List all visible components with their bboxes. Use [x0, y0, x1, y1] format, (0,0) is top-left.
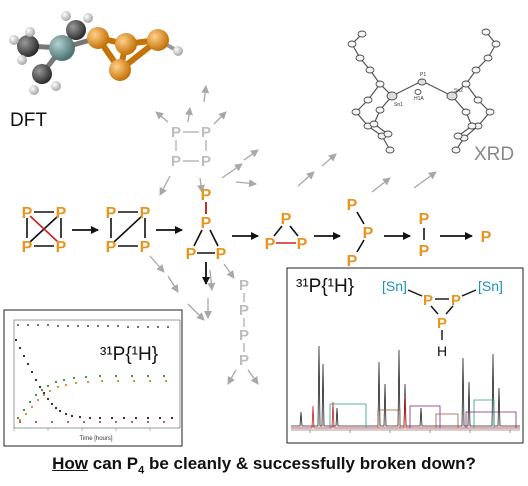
ghost-p4-chain-p3: P: [171, 153, 181, 170]
sn-p3-atom-left: P: [423, 292, 433, 309]
caption-part2: be cleanly & successfully broken down?: [144, 454, 476, 473]
ghost-p4-chain-p1: P: [171, 124, 181, 141]
growth-series-orange: [18, 379, 168, 422]
sn-left: [Sn]: [382, 278, 407, 294]
main-pathway: P P P P P P P P: [22, 187, 492, 285]
ghost-p4-linear-p3: P: [239, 327, 249, 344]
ghost-p4-linear-p1: P: [239, 277, 249, 294]
sn-p3-atom-right: P: [451, 292, 461, 309]
xrd-atom-h1a: H1A: [414, 96, 424, 102]
caption-part1: can P: [88, 454, 139, 473]
ghost-p4-chain-p4: P: [201, 153, 211, 170]
xrd-atom-sn2: Sn2: [454, 88, 463, 94]
xrd-atom-p1: P1: [420, 72, 426, 78]
caption-subscript: 4: [138, 464, 145, 477]
xrd-atom-sn1: Sn1: [394, 102, 403, 108]
ghost-p4-linear-p2: P: [239, 302, 249, 319]
side-pathways: P P P P P P P P: [149, 85, 437, 385]
p4-tetrahedron: P P P P: [22, 205, 67, 256]
bent-p3-mid: P: [363, 225, 374, 242]
cyclo-p3-right: P: [297, 236, 308, 253]
dft-molecule-model: [9, 11, 183, 95]
pendant-atom-top: P: [201, 187, 212, 204]
caption-how: How: [52, 454, 89, 473]
xrd-crystal-structure: [347, 28, 501, 154]
bent-p3-bottom: P: [347, 253, 358, 270]
decay-series: [14, 338, 174, 420]
p4-pendant-triangle: P P P P: [186, 187, 227, 263]
kinetics-nmr-inset: ³¹P{¹H} Time [hours]: [3, 309, 183, 447]
p4-butterfly: P P P P: [106, 205, 151, 256]
spectrum-nmr-label: ³¹P{¹H}: [296, 276, 354, 297]
bent-p3: P P P: [347, 197, 374, 270]
ghost-p4-chain-p2: P: [201, 124, 211, 141]
pendant-atom-mid: P: [201, 215, 212, 232]
butterfly-atom-3: P: [106, 239, 117, 256]
p2-dimer: P P: [419, 211, 430, 260]
butterfly-atom-2: P: [140, 205, 151, 222]
cyclo-p3: P P P: [265, 211, 308, 253]
p2-bottom: P: [419, 243, 430, 260]
cyclo-p3-left: P: [265, 236, 276, 253]
dft-label: DFT: [10, 110, 47, 131]
question-caption: How can P4 be cleanly & successfully bro…: [0, 454, 528, 476]
sn-p3-h-structure: [Sn] [Sn] P P P H: [382, 278, 503, 359]
pendant-atom-right: P: [216, 246, 227, 263]
pendant-atom-left: P: [186, 246, 197, 263]
p4-atom-3: P: [22, 239, 33, 256]
sn-p3-atom-bottom: P: [437, 315, 447, 332]
kinetics-nmr-label: ³¹P{¹H}: [100, 344, 158, 365]
p-monomer: P: [481, 229, 492, 246]
flat-series: [17, 324, 169, 328]
spectrum-trace-teal: [329, 399, 495, 428]
spectrum-trace-red: [291, 395, 520, 429]
bent-p3-top: P: [347, 197, 358, 214]
butterfly-atom-1: P: [106, 205, 117, 222]
spectrum-trace-black: [291, 345, 520, 427]
ghost-p4-linear-p4: P: [239, 352, 249, 369]
p2-top: P: [419, 211, 430, 228]
hydrogen-label: H: [437, 343, 447, 359]
sn-right: [Sn]: [478, 278, 503, 294]
growth-series-green: [16, 374, 166, 420]
xrd-label: XRD: [474, 144, 514, 165]
nmr-spectrum-inset: ³¹P{¹H} [Sn] [Sn] P P P H: [286, 267, 524, 444]
p4-atom-4: P: [56, 239, 67, 256]
p4-atom-2: P: [56, 205, 67, 222]
butterfly-atom-4: P: [140, 239, 151, 256]
kinetics-time-axis-label: Time [hours]: [79, 436, 112, 442]
spectrum-trace-brown: [377, 409, 459, 428]
spectrum-trace-purple: [409, 405, 517, 428]
p4-atom-1: P: [22, 205, 33, 222]
cyclo-p3-top: P: [281, 211, 292, 228]
baseline-series: [19, 421, 165, 423]
